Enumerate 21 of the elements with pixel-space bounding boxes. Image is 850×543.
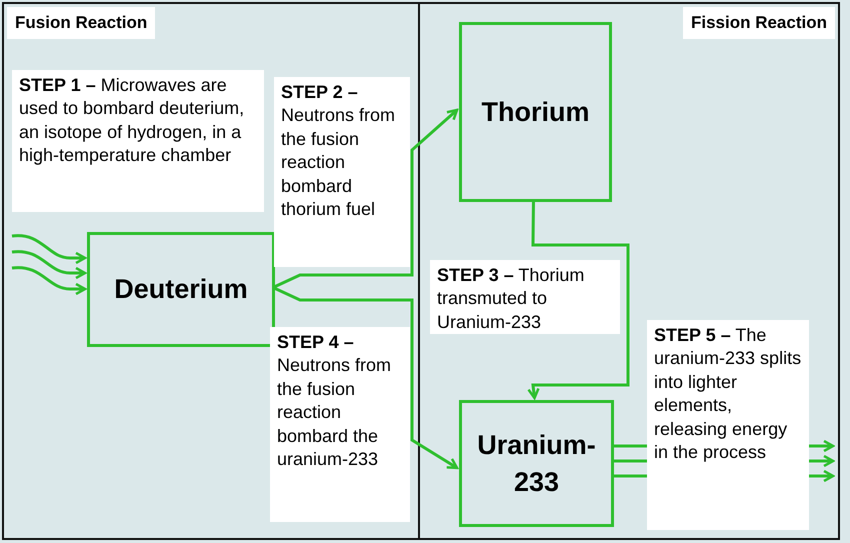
arrow bbox=[527, 200, 630, 400]
arrow bbox=[12, 250, 86, 280]
step-note: STEP 5 – The uranium-233 splits into lighter elements, releasing energy in the process bbox=[647, 320, 809, 530]
step-note: STEP 3 – Thorium transmuted to Uranium-233 bbox=[430, 260, 620, 334]
arrow bbox=[272, 286, 458, 470]
arrow bbox=[12, 266, 86, 296]
element-name: Deuterium bbox=[114, 273, 248, 306]
panel-heading: Fusion Reaction bbox=[7, 7, 156, 39]
element-name: Uranium-233 bbox=[476, 429, 597, 498]
panel-frame bbox=[2, 2, 420, 540]
panel-heading: Fission Reaction bbox=[682, 7, 835, 39]
arrow bbox=[272, 108, 458, 289]
arrow bbox=[12, 234, 86, 264]
step-note: STEP 4 – Neutrons from the fusion reaction bombard the uranium-233 bbox=[270, 327, 410, 522]
panel-frame bbox=[418, 2, 840, 540]
element-box bbox=[87, 232, 275, 347]
element-name: Thorium bbox=[482, 96, 590, 129]
step-note: STEP 1 – Microwaves are used to bombard deuterium, an isotope of hydrogen, in a high-temperature chamber bbox=[12, 70, 264, 212]
element-box bbox=[459, 400, 614, 527]
element-box bbox=[459, 22, 612, 202]
step-note: STEP 2 – Neutrons from the fusion reaction bombard thorium fuel bbox=[274, 77, 410, 267]
